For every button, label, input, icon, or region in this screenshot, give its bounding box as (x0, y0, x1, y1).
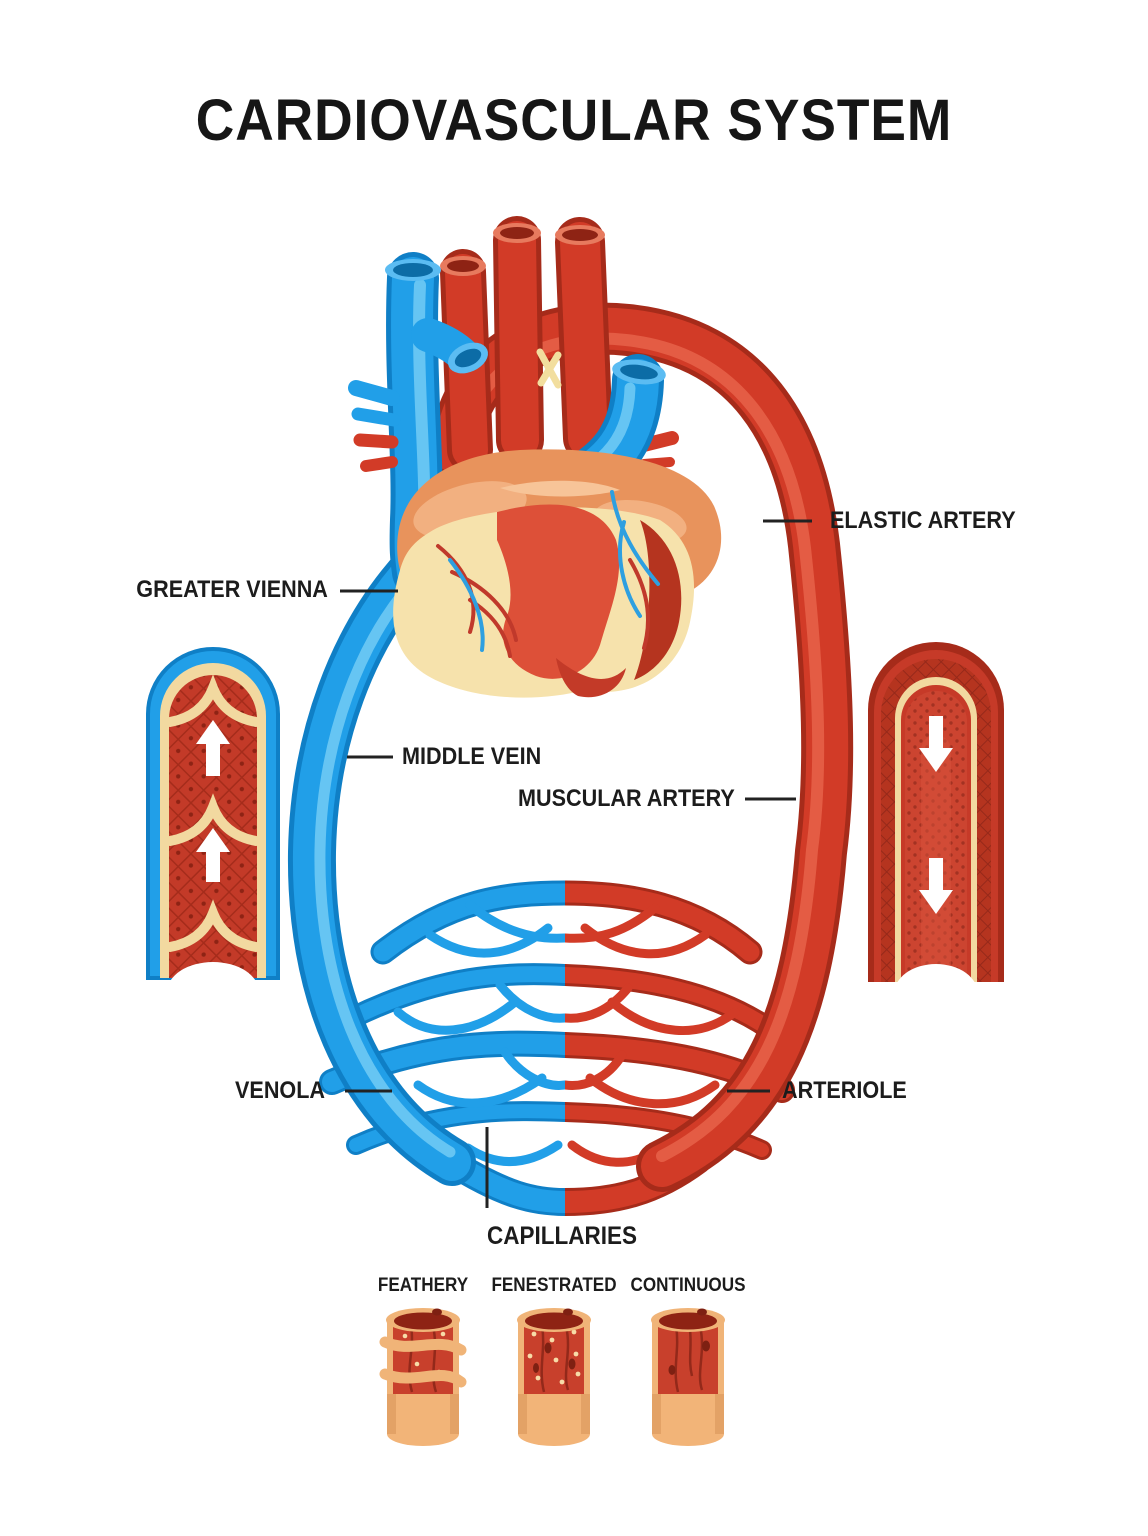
vein-cross-section (146, 647, 280, 1022)
label-capillary-fenestrated: FENESTRATED (491, 1275, 617, 1296)
continuous-spots (668, 1340, 710, 1375)
label-arteriole: ARTERIOLE (782, 1077, 907, 1104)
label-elastic-artery: ELASTIC ARTERY (830, 507, 1016, 534)
label-muscular-artery: MUSCULAR ARTERY (518, 785, 735, 812)
label-venola: VENOLA (234, 1077, 325, 1104)
left-vessel-stubs (348, 380, 401, 472)
label-capillary-continuous: CONTINUOUS (630, 1275, 746, 1296)
label-greater-vienna: GREATER VIENNA (136, 576, 328, 603)
capillary-continuous-illustration (651, 1308, 725, 1446)
leader-lines (340, 519, 812, 1208)
down-arrow-icon (919, 716, 953, 772)
up-arrow-icon (196, 828, 230, 882)
up-arrow-icon (196, 720, 230, 776)
label-middle-vein: MIDDLE VEIN (402, 743, 542, 770)
down-arrow-icon (919, 858, 953, 914)
feathery-ribbons (379, 1336, 467, 1388)
artery-cross-section (868, 642, 1004, 1024)
label-capillaries: CAPILLARIES (487, 1222, 638, 1250)
vein-valves (165, 674, 261, 952)
label-capillary-feathery: FEATHERY (377, 1275, 469, 1296)
page-title: CARDIOVASCULAR SYSTEM (195, 88, 953, 153)
capillary-fenestrated-illustration (517, 1308, 591, 1446)
heart-ventricles (393, 490, 695, 698)
coronary-veins (448, 490, 660, 652)
fenestrated-pores (533, 1342, 576, 1373)
capillary-feathery-illustration (379, 1308, 467, 1446)
ligament-cross (536, 348, 562, 389)
heart-illustration (348, 216, 722, 698)
vein-loop (287, 542, 476, 1186)
